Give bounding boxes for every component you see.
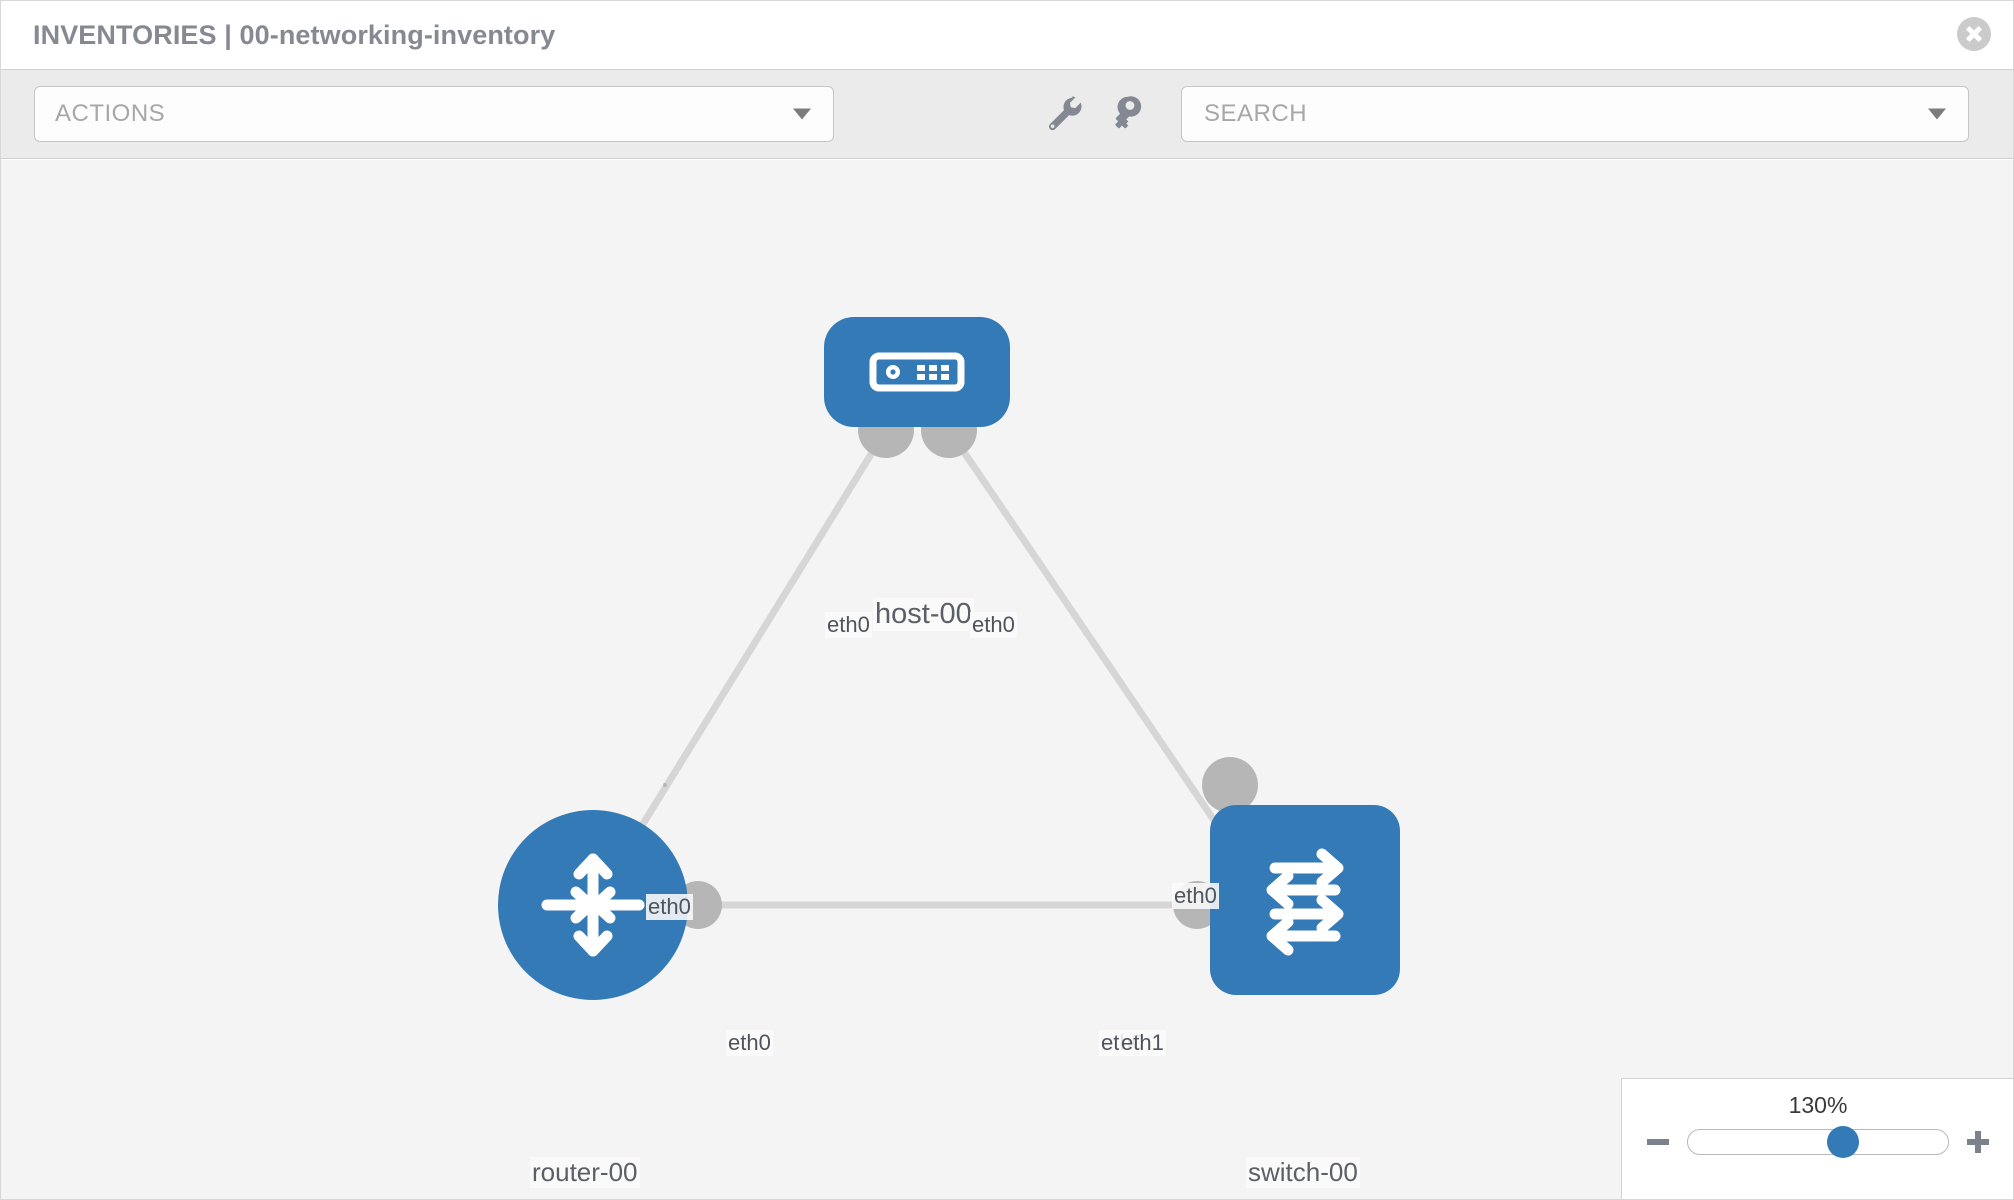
plus-icon[interactable]	[1963, 1127, 1993, 1157]
zoom-slider-track[interactable]	[1687, 1126, 1949, 1158]
switch-arrows-icon	[1266, 848, 1344, 956]
page-title: INVENTORIES | 00-networking-inventory	[33, 19, 556, 50]
zoom-slider-thumb[interactable]	[1827, 1126, 1859, 1158]
endpoint-switch-top	[1202, 757, 1258, 813]
zoom-control-panel: 130%	[1621, 1078, 2013, 1199]
wrench-icon[interactable]	[1043, 92, 1087, 136]
topology-canvas[interactable]: host-00 router-0	[1, 160, 2013, 1199]
minus-icon[interactable]	[1643, 1127, 1673, 1157]
key-icon[interactable]	[1111, 92, 1155, 136]
toolbar: ACTIONS	[1, 69, 2013, 159]
edge-host-switch	[946, 428, 1244, 862]
topology-node-router-00[interactable]	[498, 810, 688, 1000]
topology-edges	[590, 402, 1258, 929]
chevron-down-icon[interactable]	[1928, 108, 1946, 120]
actions-dropdown-label: ACTIONS	[55, 100, 166, 127]
zoom-level-value: 130%	[1788, 1092, 1848, 1118]
server-icon	[869, 352, 965, 392]
close-icon[interactable]	[1957, 17, 1991, 51]
topology-node-switch-00[interactable]	[1210, 805, 1400, 995]
search-box[interactable]	[1181, 86, 1969, 142]
router-arrows-icon	[541, 853, 645, 957]
zoom-slider-row	[1622, 1126, 2013, 1158]
topology-node-host-00[interactable]	[824, 317, 1010, 427]
chevron-down-icon	[793, 108, 811, 120]
search-input[interactable]	[1202, 99, 1886, 129]
endpoint-router-top	[663, 783, 667, 787]
actions-dropdown[interactable]: ACTIONS	[34, 86, 834, 142]
titlebar: INVENTORIES | 00-networking-inventory	[1, 1, 2013, 69]
